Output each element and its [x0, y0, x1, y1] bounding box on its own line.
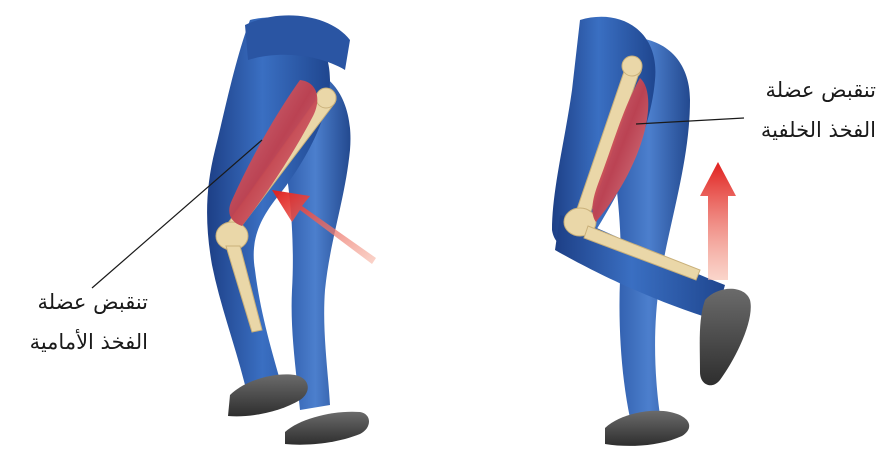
label-quadriceps-line1: تنقبض عضلة: [8, 282, 148, 322]
arrow-right: [700, 162, 736, 280]
right-figure-shoe-ground: [605, 411, 689, 446]
label-hamstring: تنقبض عضلة الفخذ الخلفية: [736, 70, 876, 150]
right-figure-shoe-raised: [700, 289, 751, 386]
label-hamstring-line1: تنقبض عضلة: [736, 70, 876, 110]
label-hamstring-line2: الفخذ الخلفية: [736, 110, 876, 150]
leg-figure-right: [552, 17, 751, 446]
left-figure-shoe-back: [285, 412, 369, 445]
left-figure-shoe-front: [228, 374, 308, 416]
label-quadriceps-line2: الفخذ الأمامية: [8, 322, 148, 362]
leg-figure-left: [92, 15, 376, 444]
label-quadriceps: تنقبض عضلة الفخذ الأمامية: [8, 282, 148, 362]
